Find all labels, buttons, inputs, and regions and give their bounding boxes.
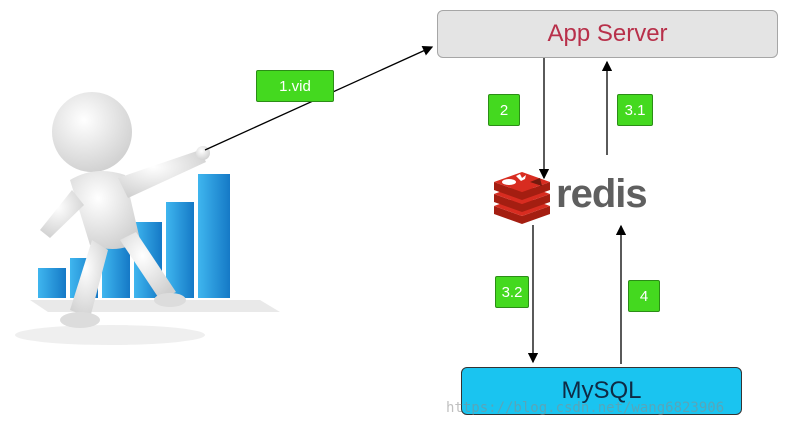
redis-logo-icon: [494, 172, 550, 224]
step-2-label: 2: [499, 101, 509, 119]
step-3-2-label: 3.2: [501, 283, 523, 301]
watermark-url: https://blog.csdn.net/wang6823906: [446, 400, 725, 416]
mysql-label: MySQL: [561, 377, 642, 404]
person-figure: [15, 92, 210, 345]
app-server-node: App Server: [437, 10, 778, 58]
step-1-tag: 1.vid: [256, 70, 334, 102]
mysql-node: MySQL: [461, 367, 742, 415]
step-1-label: 1.vid: [279, 77, 311, 95]
step-3-1-label: 3.1: [624, 101, 646, 119]
app-server-label: App Server: [547, 20, 668, 47]
step-2-tag: 2: [488, 94, 520, 126]
step-4-label: 4: [639, 287, 649, 305]
step-3-2-tag: 3.2: [495, 276, 529, 308]
redis-label: redis: [556, 172, 648, 216]
step-3-1-tag: 3.1: [617, 94, 653, 126]
step-4-tag: 4: [628, 280, 660, 312]
